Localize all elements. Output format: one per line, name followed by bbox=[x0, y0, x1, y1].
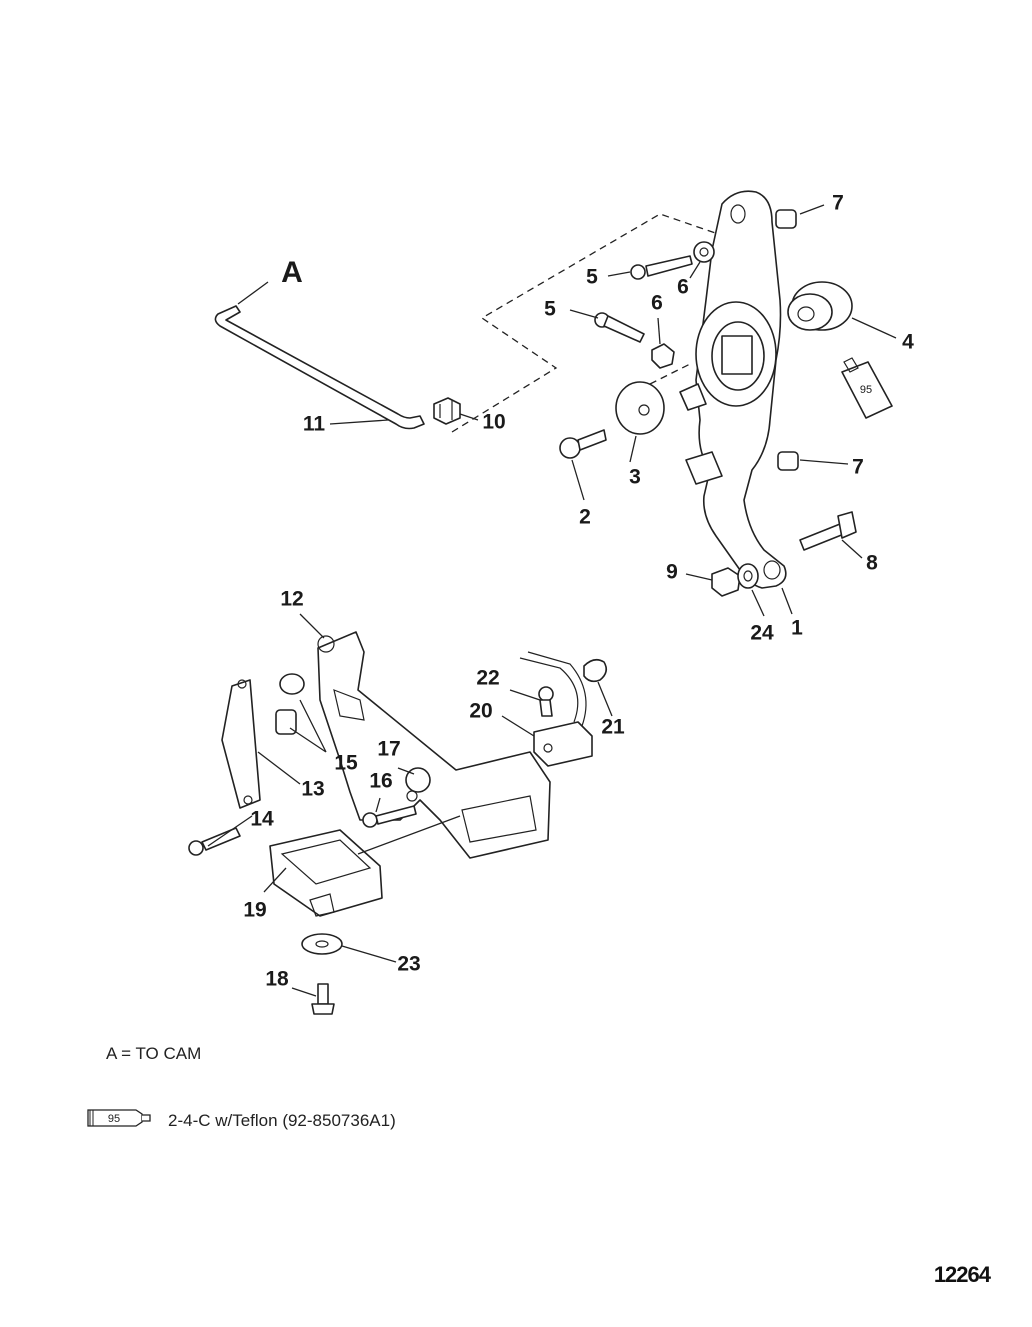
callout-3: 3 bbox=[629, 466, 641, 489]
callout-20: 20 bbox=[469, 700, 492, 723]
callout-1: 1 bbox=[791, 617, 803, 640]
dashed-reference-outline-2 bbox=[649, 363, 691, 385]
callout-24: 24 bbox=[750, 622, 774, 645]
plate-part-13 bbox=[221, 679, 261, 809]
screw-part-22 bbox=[538, 686, 554, 717]
callout-18: 18 bbox=[265, 968, 289, 991]
clip-part-21 bbox=[583, 658, 608, 683]
sensor-block-part-20 bbox=[533, 721, 593, 767]
link-rod-part-11 bbox=[214, 305, 425, 430]
screw-part-5-upper bbox=[630, 255, 693, 280]
callout-4: 4 bbox=[902, 331, 914, 354]
screw-part-18 bbox=[311, 983, 335, 1015]
callout-16: 16 bbox=[369, 770, 392, 793]
screw-part-5-lower bbox=[594, 312, 645, 343]
callout-11: 11 bbox=[303, 413, 326, 436]
bushing-part-4 bbox=[787, 281, 853, 331]
lubricant-tube-95: 95 bbox=[841, 357, 893, 419]
note-a-to-cam: A = TO CAM bbox=[106, 1044, 202, 1063]
callout-a: A bbox=[281, 256, 303, 289]
spacer-part-7-top bbox=[775, 209, 797, 229]
callout-6-upper: 6 bbox=[677, 276, 689, 299]
callout-13: 13 bbox=[301, 778, 324, 801]
callout-23: 23 bbox=[397, 953, 420, 976]
callout-9: 9 bbox=[666, 561, 678, 584]
callout-7-upper: 7 bbox=[832, 192, 844, 215]
callout-21: 21 bbox=[601, 716, 625, 739]
callout-8: 8 bbox=[866, 552, 878, 575]
leader-lines bbox=[207, 204, 897, 997]
throttle-arm-part-1 bbox=[679, 190, 787, 589]
callout-6-lower: 6 bbox=[651, 292, 663, 315]
callout-5-upper: 5 bbox=[586, 266, 598, 289]
nut-part-6-upper bbox=[693, 241, 715, 263]
callout-14: 14 bbox=[250, 808, 274, 831]
washer-part-23 bbox=[301, 933, 343, 955]
legend-tube-label: 95 bbox=[108, 1113, 120, 1125]
tube-label: 95 bbox=[860, 384, 872, 396]
bracket-part-12 bbox=[317, 631, 551, 859]
lubricant-tube-legend-icon: 95 bbox=[87, 1109, 151, 1127]
rod-clip-part-10 bbox=[433, 397, 461, 425]
callout-15: 15 bbox=[334, 752, 358, 775]
figure-number: 12264 bbox=[933, 1262, 991, 1287]
cable-clamp-part-17 bbox=[405, 767, 431, 802]
callout-12: 12 bbox=[280, 588, 303, 611]
lubricant-legend-text: 2-4-C w/Teflon (92-850736A1) bbox=[168, 1111, 396, 1130]
switch-housing-part-19 bbox=[269, 815, 461, 917]
washer-part-24 bbox=[737, 563, 759, 589]
sensor-wires bbox=[519, 651, 587, 727]
spacer-part-7-lower bbox=[777, 451, 799, 471]
callout-5-lower: 5 bbox=[544, 298, 556, 321]
callout-22: 22 bbox=[476, 667, 499, 690]
callout-19: 19 bbox=[243, 899, 266, 922]
washer-part-3 bbox=[615, 381, 665, 435]
screw-part-14 bbox=[188, 827, 241, 856]
screw-part-2 bbox=[559, 429, 607, 459]
bushings-part-15 bbox=[275, 673, 305, 735]
callout-17: 17 bbox=[377, 738, 400, 761]
nut-part-6-lower bbox=[651, 343, 675, 369]
screw-part-16 bbox=[362, 805, 417, 828]
callout-10: 10 bbox=[482, 411, 505, 434]
nut-part-9 bbox=[711, 567, 741, 597]
callout-7-lower: 7 bbox=[852, 456, 864, 479]
callout-2: 2 bbox=[579, 506, 591, 529]
bolt-part-8 bbox=[799, 511, 857, 551]
callout-labels: A 1 2 3 4 5 5 6 6 7 7 8 9 10 11 12 13 14… bbox=[243, 192, 914, 991]
